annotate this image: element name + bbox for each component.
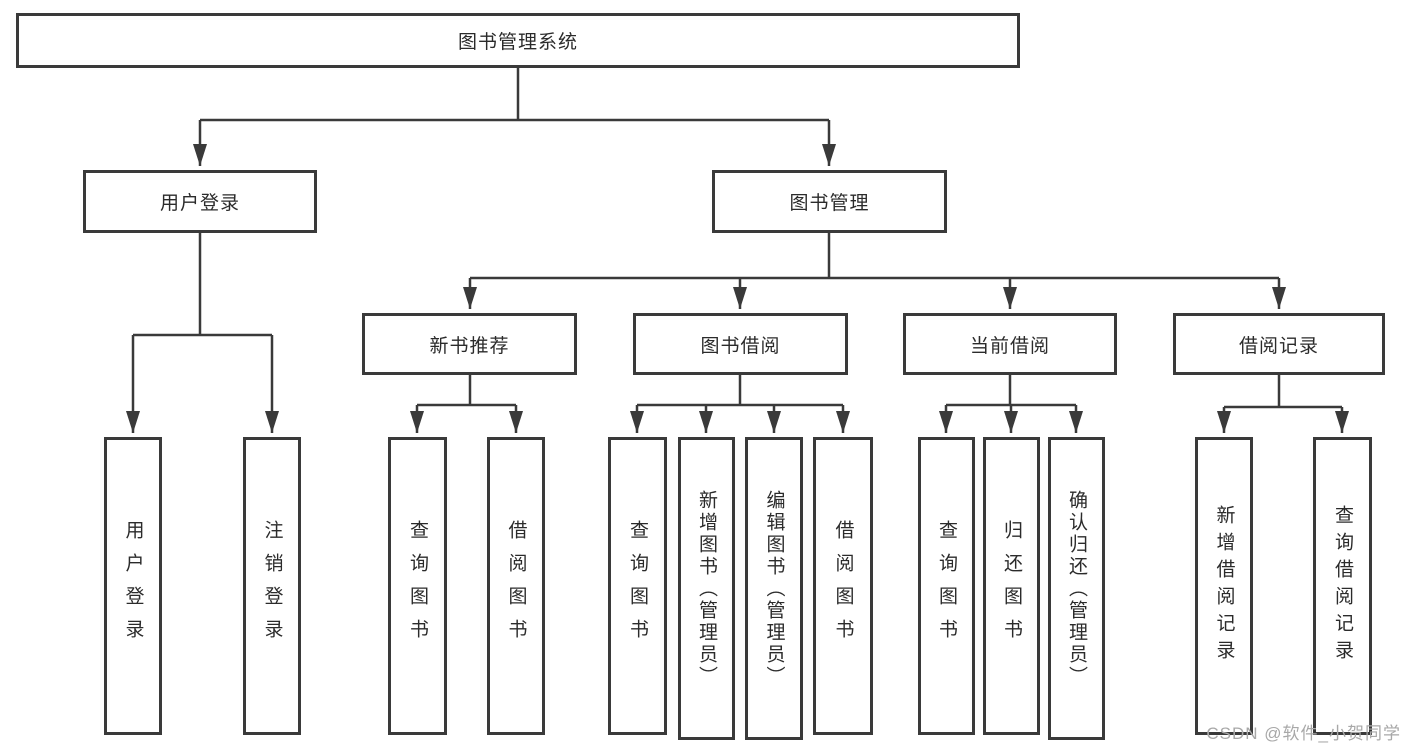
leaf-borrow-book-1-label: 借阅图书 bbox=[505, 520, 527, 652]
leaf-borrow-book-1: 借阅图书 bbox=[487, 437, 545, 735]
node-borrow-records: 借阅记录 bbox=[1173, 313, 1385, 375]
leaf-query-book-3: 查询图书 bbox=[918, 437, 975, 735]
leaf-query-book-2: 查询图书 bbox=[608, 437, 667, 735]
leaf-query-book-3-label: 查询图书 bbox=[936, 520, 957, 652]
leaf-user-login: 用户登录 bbox=[104, 437, 162, 735]
leaf-return-book-label: 归还图书 bbox=[1001, 520, 1022, 652]
node-book-borrow-label: 图书借阅 bbox=[700, 335, 781, 357]
leaf-edit-book-admin: 编辑图书（管理员） bbox=[745, 437, 803, 740]
leaf-logout-label: 注销登录 bbox=[261, 520, 283, 652]
leaf-return-book: 归还图书 bbox=[983, 437, 1040, 735]
leaf-edit-book-admin-label: 编辑图书（管理员） bbox=[763, 489, 785, 688]
node-current-borrow-label: 当前借阅 bbox=[969, 335, 1050, 357]
node-new-book-recommend: 新书推荐 bbox=[362, 313, 577, 375]
leaf-borrow-book-2-label: 借阅图书 bbox=[832, 520, 854, 652]
node-root-label: 图书管理系统 bbox=[457, 32, 578, 53]
leaf-user-login-label: 用户登录 bbox=[122, 520, 144, 652]
node-book-management-label: 图书管理 bbox=[789, 193, 870, 214]
node-root: 图书管理系统 bbox=[16, 13, 1020, 68]
node-new-book-recommend-label: 新书推荐 bbox=[429, 335, 510, 357]
leaf-borrow-book-2: 借阅图书 bbox=[813, 437, 873, 735]
leaf-query-borrow-record: 查询借阅记录 bbox=[1313, 437, 1372, 735]
leaf-confirm-return-admin: 确认归还（管理员） bbox=[1048, 437, 1105, 740]
leaf-query-book-1-label: 查询图书 bbox=[407, 520, 428, 652]
watermark: CSDN @软件_小贺同学 bbox=[1206, 724, 1401, 743]
leaf-add-borrow-record-label: 新增借阅记录 bbox=[1213, 505, 1235, 667]
node-book-management: 图书管理 bbox=[712, 170, 947, 233]
node-user-login: 用户登录 bbox=[83, 170, 317, 233]
leaf-add-borrow-record: 新增借阅记录 bbox=[1195, 437, 1253, 735]
leaf-query-book-2-label: 查询图书 bbox=[627, 520, 648, 652]
leaf-logout: 注销登录 bbox=[243, 437, 301, 735]
node-user-login-label: 用户登录 bbox=[159, 193, 240, 214]
node-book-borrow: 图书借阅 bbox=[633, 313, 848, 375]
leaf-confirm-return-admin-label: 确认归还（管理员） bbox=[1066, 489, 1087, 688]
leaf-query-book-1: 查询图书 bbox=[388, 437, 447, 735]
node-current-borrow: 当前借阅 bbox=[903, 313, 1117, 375]
leaf-add-book-admin: 新增图书（管理员） bbox=[678, 437, 735, 740]
node-borrow-records-label: 借阅记录 bbox=[1238, 335, 1319, 357]
leaf-add-book-admin-label: 新增图书（管理员） bbox=[696, 489, 717, 688]
leaf-query-borrow-record-label: 查询借阅记录 bbox=[1332, 505, 1353, 667]
